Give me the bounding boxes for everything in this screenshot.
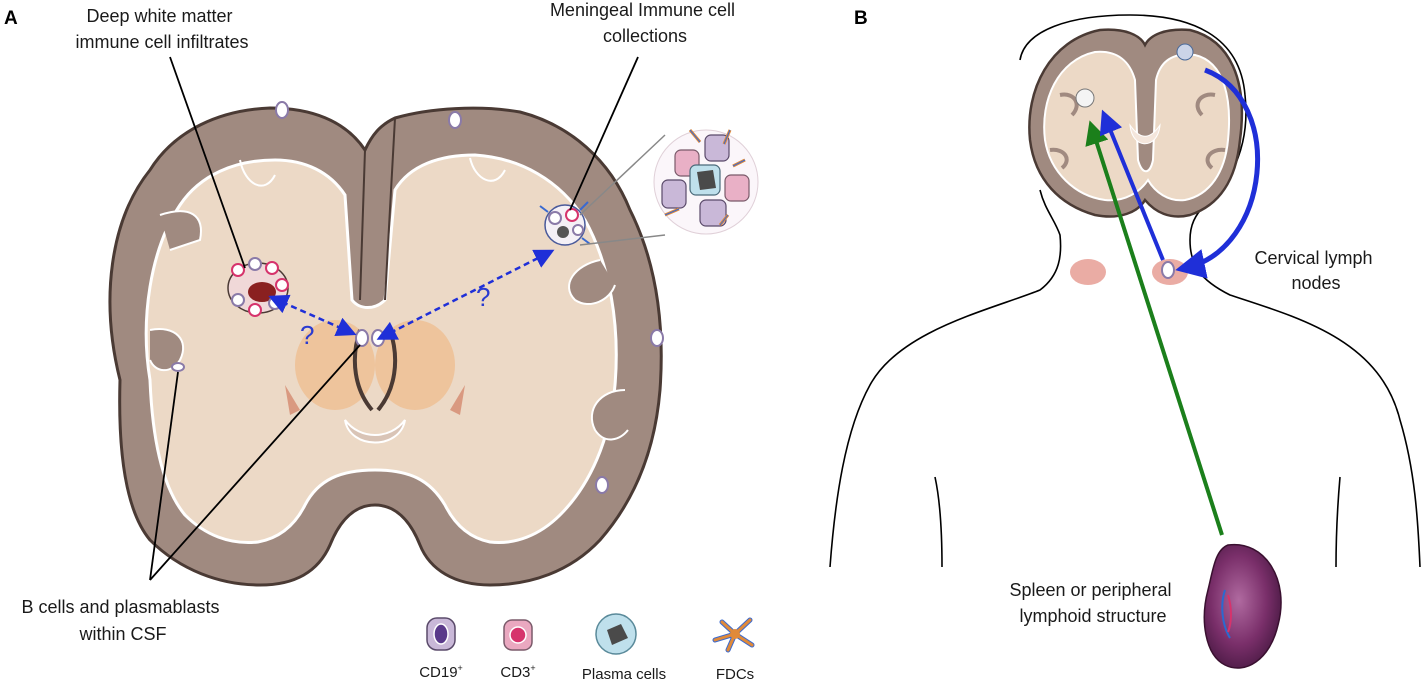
arrow-spleen-to-brain: [1085, 120, 1224, 536]
panel-a-label: A: [4, 8, 18, 29]
legend: CD19+ CD3+ Plasma cells FDCs: [419, 613, 755, 683]
meningeal-cell-collection: [539, 201, 591, 246]
question-mark-right: ?: [476, 282, 490, 312]
panel-b-label: B: [854, 8, 868, 29]
label-csf-b-cells: B cells and plasmablasts within CSF: [21, 597, 224, 644]
arrow-brain-to-lymph: [1175, 67, 1261, 279]
lymph-node-left: [1070, 259, 1106, 285]
brain-coronal-section: [108, 106, 663, 587]
spleen: [1203, 543, 1282, 669]
body-silhouette: [829, 14, 1421, 568]
legend-fdc-icon: [712, 617, 755, 653]
legend-plasma-cell-icon: [595, 613, 637, 655]
arrow-lymph-to-brain: [1099, 109, 1165, 261]
label-meningeal: Meningeal Immune cell collections: [550, 0, 740, 46]
meningeal-zoom-callout: [579, 129, 759, 246]
legend-cd3-label: CD3+: [500, 663, 535, 681]
label-spleen: Spleen or peripheral lymphoid structure: [1009, 580, 1176, 626]
legend-plasma-label: Plasma cells: [582, 666, 666, 683]
legend-cd19-icon: [426, 617, 456, 651]
csf-connection-arrows: [268, 249, 555, 340]
label-deep-white-matter: Deep white matter immune cell infiltrate…: [75, 6, 248, 52]
lymph-node-b-cell: [1161, 261, 1175, 279]
question-mark-left: ?: [300, 320, 314, 350]
legend-cd19-label: CD19+: [419, 663, 463, 681]
legend-fdc-label: FDCs: [716, 666, 754, 683]
brain-in-head: [1028, 28, 1244, 218]
pointer-lines: [149, 56, 639, 581]
legend-cd3-icon: [503, 619, 533, 651]
label-cervical-lymph-nodes: Cervical lymph nodes: [1254, 248, 1377, 293]
